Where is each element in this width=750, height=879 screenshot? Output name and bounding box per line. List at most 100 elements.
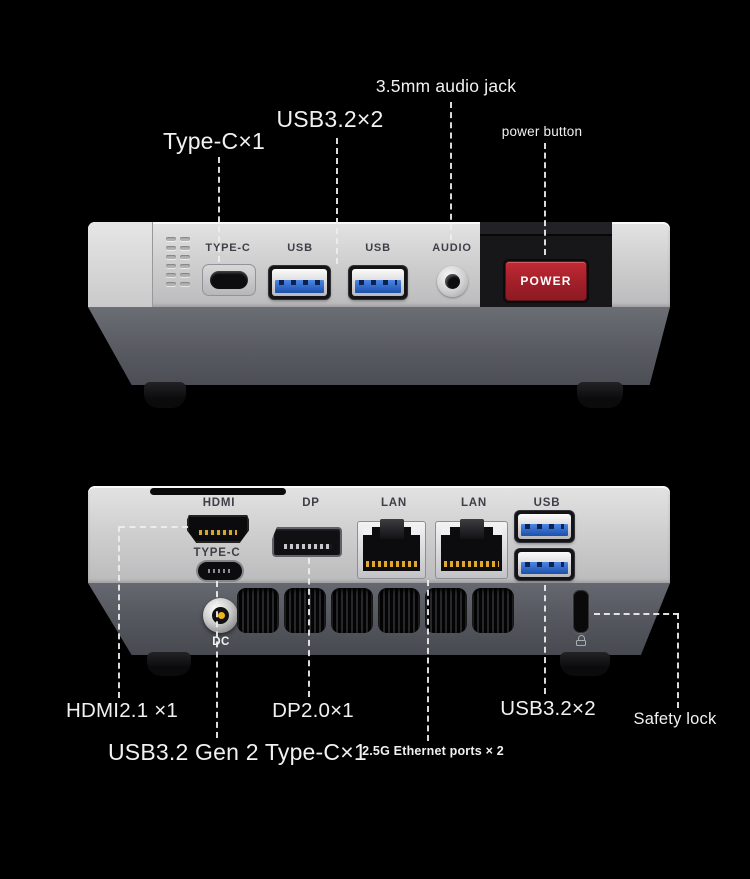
dc-power-jack: [203, 598, 238, 633]
vent-slot: [180, 264, 190, 268]
power-section-seam: [480, 222, 612, 236]
usb-a-port-front-1: [269, 266, 330, 299]
vent-opening: [378, 588, 420, 633]
usb-blue-tongue: [275, 279, 324, 294]
callout-line-power-button: [544, 143, 546, 255]
callout-line-audio-jack: [450, 102, 452, 240]
callout-line-usb-rear: [544, 585, 546, 694]
callout-line-type-c-front: [218, 157, 220, 262]
rear-label-type-c: TYPE-C: [193, 547, 241, 559]
callout-power-button: power button: [501, 124, 583, 139]
displayport-pins: [284, 544, 332, 549]
vent-opening: [425, 588, 467, 633]
callout-line-dp: [308, 558, 310, 697]
usb-blue-tongue: [521, 524, 568, 537]
dc-label: DC: [212, 636, 230, 648]
callout-audio-jack: 3.5mm audio jack: [375, 76, 517, 96]
usb-pins: [279, 279, 320, 286]
rear-foot-left: [147, 652, 191, 676]
hdmi-port: [187, 515, 249, 543]
usb-a-port-front-2: [349, 266, 407, 299]
lock-icon-body: [576, 640, 586, 646]
callout-line-type-c-rear: [216, 581, 218, 738]
power-button: POWER: [505, 261, 587, 301]
front-vent-grid: [166, 237, 190, 289]
dc-jack-pin: [218, 612, 225, 619]
rear-recess-bar: [150, 488, 286, 495]
callout-hdmi: HDMI2.1 ×1: [66, 699, 178, 722]
lan-port-2: [435, 519, 508, 579]
rear-panel: HDMI DP LAN LAN USB TYPE-C: [88, 486, 670, 583]
lan-clip: [459, 519, 484, 539]
lan-port-1: [357, 519, 426, 579]
rear-label-lan-2: LAN: [460, 497, 488, 509]
vent-slot: [180, 255, 190, 259]
front-base: [88, 307, 670, 385]
type-c-pins: [208, 569, 232, 573]
type-c-port-front: [202, 264, 256, 296]
rear-label-hdmi: HDMI: [202, 497, 236, 509]
lock-icon-shackle: [577, 635, 585, 640]
lan-pins: [444, 561, 499, 567]
power-button-section: POWER: [480, 222, 612, 307]
usb-blue-tongue: [521, 562, 568, 575]
usb-pins: [359, 279, 397, 286]
vent-slot: [180, 237, 190, 241]
callout-line-ethernet: [427, 580, 429, 741]
vent-slot: [166, 282, 176, 286]
usb-pins: [525, 524, 564, 530]
hdmi-pins: [199, 529, 237, 535]
usb-a-port-rear-1: [515, 511, 574, 542]
front-label-usb-2: USB: [365, 242, 391, 254]
front-left-section: [88, 222, 153, 307]
callout-line-usb-front: [336, 138, 338, 264]
vent-opening: [237, 588, 279, 633]
vent-slot: [166, 273, 176, 277]
callout-type-c-rear: USB3.2 Gen 2 Type-C×1: [108, 739, 367, 765]
vent-slot: [180, 246, 190, 250]
vent-slot: [166, 237, 176, 241]
vent-slot: [180, 273, 190, 277]
front-foot-left: [144, 382, 186, 408]
usb-blue-tongue: [355, 279, 401, 294]
callout-usb-front: USB3.2×2: [276, 106, 384, 132]
usb-pins: [525, 562, 564, 568]
lan-clip: [379, 519, 404, 539]
callout-dp: DP2.0×1: [272, 699, 354, 722]
front-label-type-c: TYPE-C: [205, 242, 251, 254]
callout-safety-lock: Safety lock: [633, 710, 717, 728]
callout-usb-rear: USB3.2×2: [500, 697, 596, 720]
vent-opening: [331, 588, 373, 633]
rear-label-usb: USB: [533, 497, 561, 509]
type-c-pill: [210, 271, 248, 289]
type-c-port-rear: [198, 562, 242, 580]
audio-jack-port: [437, 266, 468, 297]
lock-icon: [575, 635, 587, 647]
callout-type-c-front: Type-C×1: [163, 128, 265, 154]
rear-label-dp: DP: [302, 497, 320, 509]
lan-pins: [366, 561, 417, 567]
audio-jack-hole: [445, 274, 460, 289]
vent-slot: [166, 264, 176, 268]
vent-opening: [472, 588, 514, 633]
rear-label-lan-1: LAN: [380, 497, 408, 509]
callout-line-safety-lock-horizontal: [594, 613, 679, 615]
callout-ethernet: 2.5G Ethernet ports × 2: [362, 744, 504, 758]
kensington-lock-slot: [573, 590, 589, 633]
front-panel: TYPE-C USB USB AUDIO POWER: [88, 222, 670, 307]
rear-vent-grille: [237, 588, 514, 633]
rear-base: DC: [88, 583, 670, 655]
displayport-port: [272, 527, 342, 557]
callout-line-safety-lock: [677, 613, 679, 708]
callout-line-hdmi: [118, 526, 120, 698]
front-label-usb-1: USB: [287, 242, 313, 254]
rear-foot-right: [560, 652, 610, 676]
front-foot-right: [577, 382, 623, 408]
callout-line-hdmi-horizontal: [119, 526, 188, 528]
vent-slot: [166, 255, 176, 259]
vent-slot: [166, 246, 176, 250]
vent-slot: [180, 282, 190, 286]
usb-a-port-rear-2: [515, 549, 574, 580]
vent-opening: [284, 588, 326, 633]
